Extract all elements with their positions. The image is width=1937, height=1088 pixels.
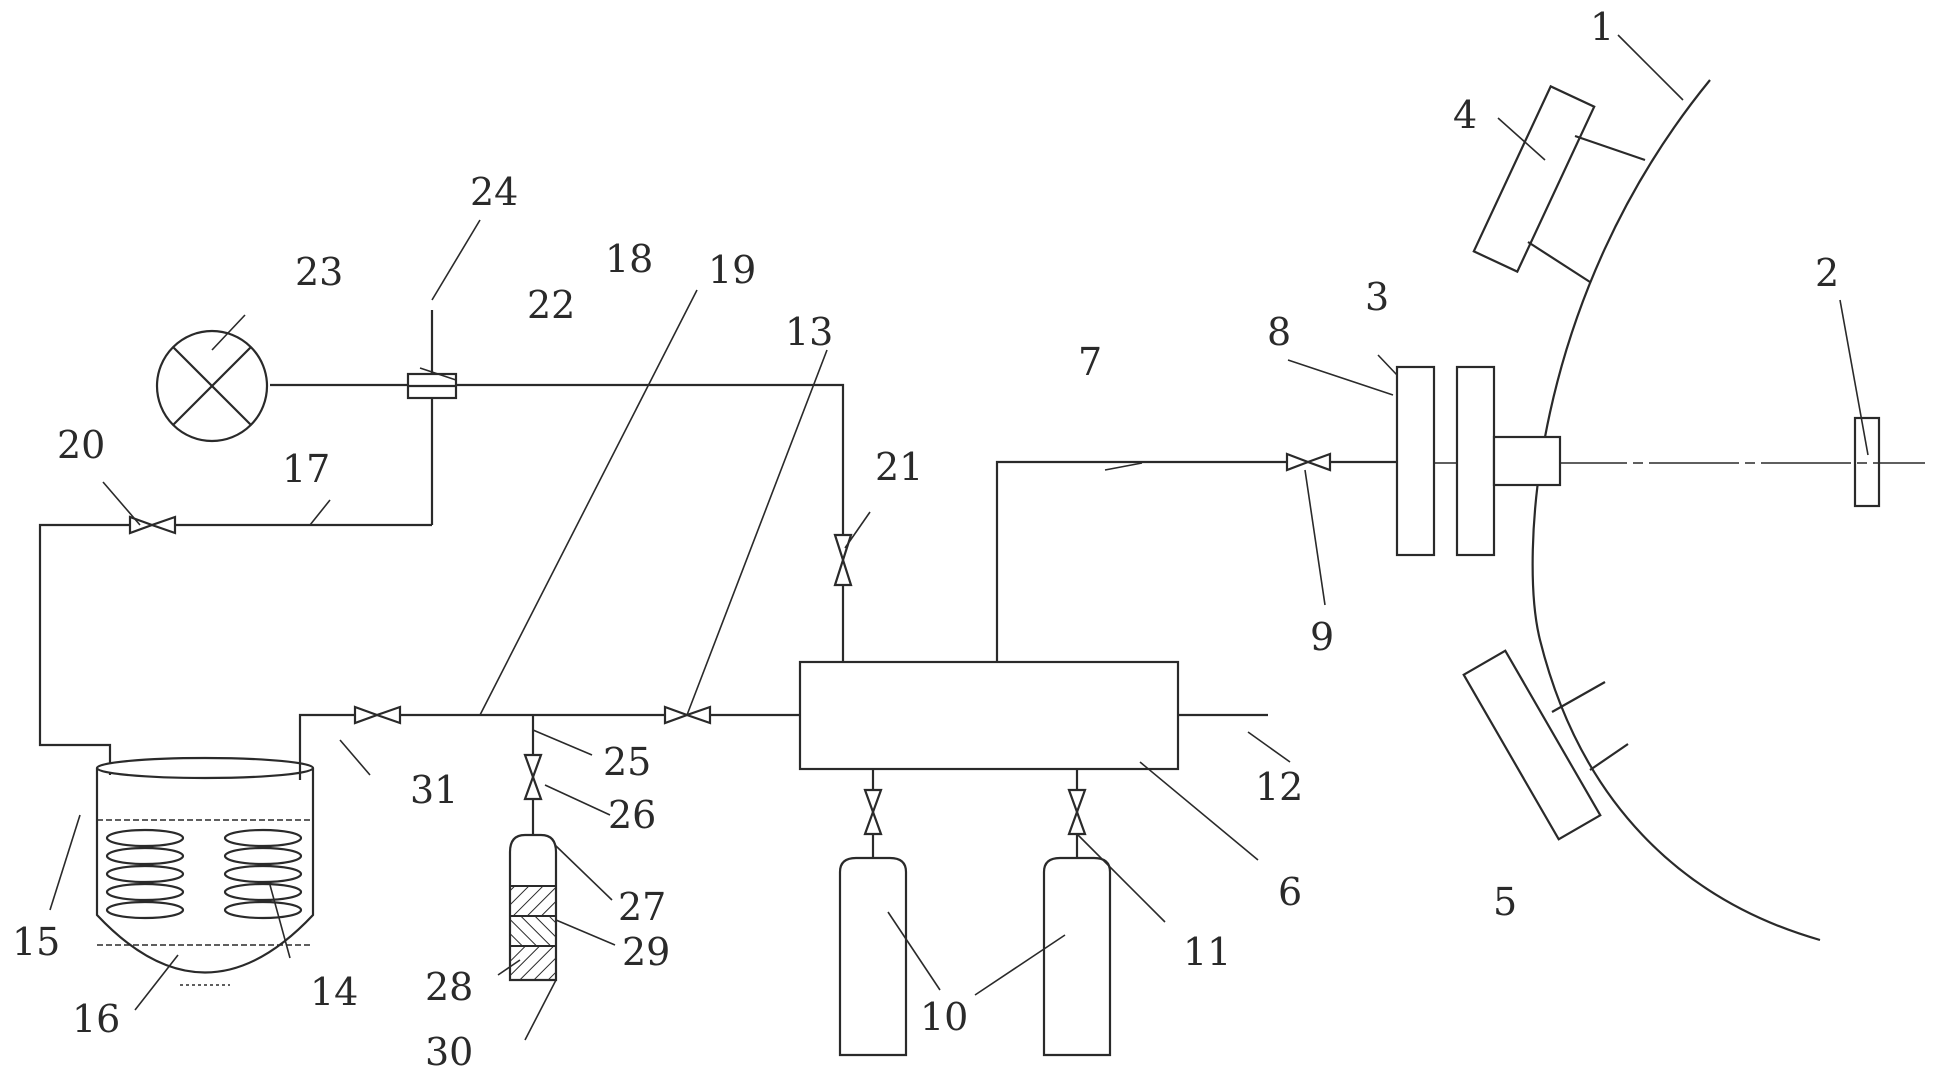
label-20: 20: [57, 423, 105, 467]
line-7: [995, 460, 1287, 662]
label-17: 17: [282, 447, 330, 491]
label-24: 24: [470, 170, 518, 214]
line-18: [270, 383, 845, 535]
label-23: 23: [295, 250, 343, 294]
label-26: 26: [608, 793, 656, 837]
port-4: [1472, 84, 1646, 283]
valve-26: [523, 753, 543, 781]
gas-cylinder-10a: [838, 856, 908, 1057]
label-13: 13: [785, 310, 833, 354]
label-16: 16: [72, 997, 120, 1041]
label-12: 12: [1255, 765, 1303, 809]
mixing-tank-6: [798, 660, 1180, 771]
label-21: 21: [875, 445, 923, 489]
label-4: 4: [1453, 93, 1477, 137]
label-31: 31: [410, 768, 458, 812]
label-3: 3: [1365, 275, 1389, 319]
port-5: [1462, 649, 1629, 841]
label-9: 9: [1310, 615, 1334, 659]
flange-8: [1395, 365, 1436, 557]
leader-lines: [49, 34, 1869, 1041]
port-neck: [1492, 435, 1562, 487]
label-7: 7: [1078, 340, 1102, 384]
label-22: 22: [527, 283, 575, 327]
label-2: 2: [1815, 251, 1839, 295]
label-11: 11: [1183, 930, 1231, 974]
dewar-15: [95, 756, 315, 986]
valve-11a: [863, 788, 883, 816]
label-29: 29: [622, 930, 670, 974]
valve-21: [833, 533, 853, 564]
label-10: 10: [920, 995, 968, 1039]
label-5: 5: [1493, 880, 1517, 924]
label-27: 27: [618, 885, 666, 929]
label-15: 15: [12, 920, 60, 964]
label-18: 18: [605, 237, 653, 281]
valve-11b: [1067, 788, 1087, 816]
label-19: 19: [708, 248, 756, 292]
chamber-wall: [1531, 79, 1821, 942]
flange-3: [1455, 365, 1496, 557]
valve-31: [353, 705, 381, 725]
label-30: 30: [425, 1030, 473, 1074]
valve-20: [128, 515, 156, 535]
label-6: 6: [1278, 870, 1302, 914]
label-14: 14: [310, 970, 358, 1014]
target-2: [1853, 416, 1881, 508]
coil-14: [105, 828, 303, 920]
label-8: 8: [1267, 310, 1291, 354]
label-1: 1: [1590, 5, 1614, 49]
gas-cylinder-10b: [1042, 856, 1112, 1057]
label-25: 25: [603, 740, 651, 784]
valve-13: [663, 705, 691, 725]
label-28: 28: [425, 965, 473, 1009]
filter-canister-27: [508, 833, 558, 982]
valve-9: [1285, 452, 1312, 472]
